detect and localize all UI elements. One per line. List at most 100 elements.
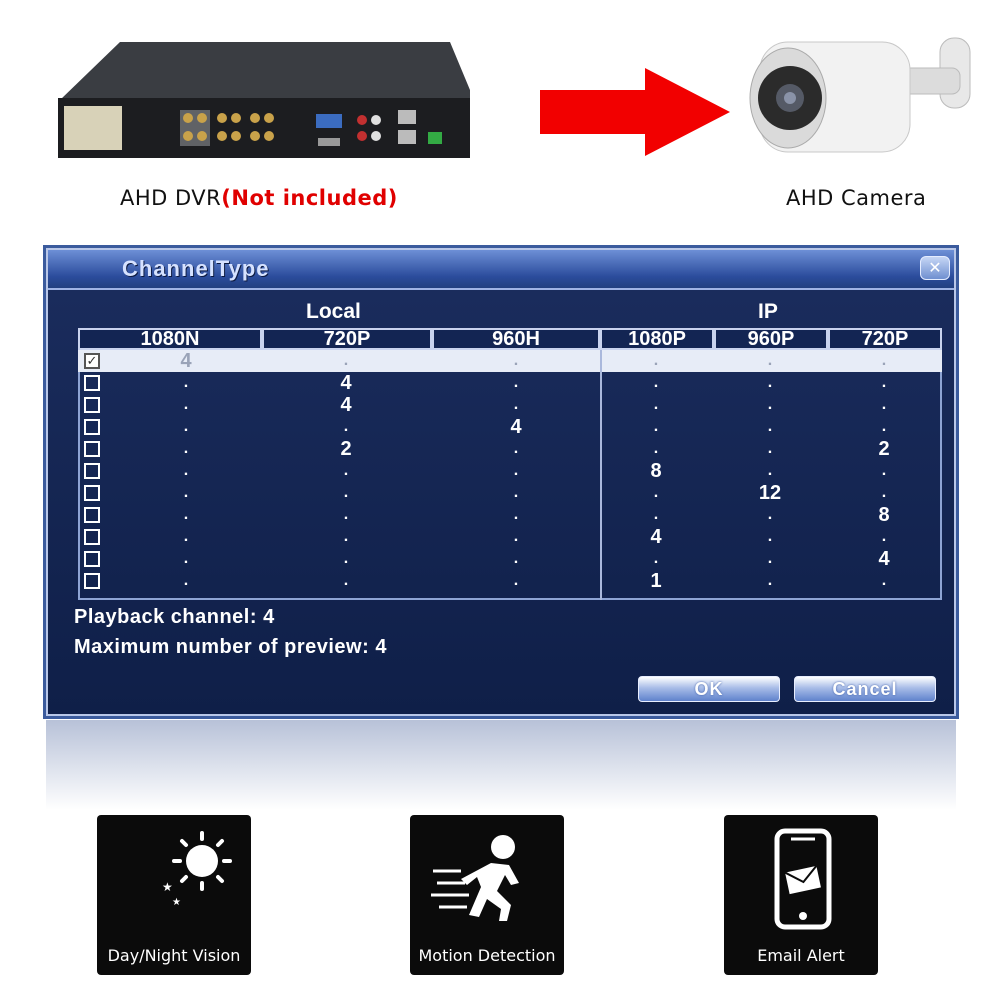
channel-cell: . [767, 462, 773, 479]
channel-cell: . [513, 374, 519, 391]
channel-cell: . [343, 572, 349, 589]
channel-cell: . [343, 462, 349, 479]
channel-checkbox[interactable]: ✓ [84, 353, 100, 369]
channel-cell: . [881, 396, 887, 413]
channel-cell: . [343, 550, 349, 567]
feature-label: Day/Night Vision [107, 946, 241, 965]
channel-cell: . [653, 352, 659, 369]
channel-cell: . [513, 550, 519, 567]
svg-text:★: ★ [172, 897, 181, 908]
channel-cell: . [183, 484, 189, 501]
channel-cell: . [653, 484, 659, 501]
channel-cell: . [767, 550, 773, 567]
selected-row-highlight [78, 350, 942, 372]
channel-cell: . [653, 550, 659, 567]
channel-cell: 12 [758, 482, 782, 504]
ok-button[interactable]: OK [638, 676, 780, 702]
channel-cell: . [343, 418, 349, 435]
channel-checkbox[interactable] [84, 529, 100, 545]
cancel-button[interactable]: Cancel [794, 676, 936, 702]
channel-cell: . [183, 374, 189, 391]
red-arrow-icon [540, 68, 740, 168]
channel-checkbox[interactable] [84, 375, 100, 391]
dvr-not-included-note: (Not included) [221, 186, 398, 210]
svg-text:★: ★ [162, 880, 173, 894]
ip-divider [600, 350, 602, 600]
column-header: 1080P [600, 328, 714, 350]
channel-checkbox[interactable] [84, 507, 100, 523]
running-man-icon [427, 825, 547, 933]
max-preview-text: Maximum number of preview: 4 [74, 636, 387, 658]
channel-checkbox[interactable] [84, 397, 100, 413]
channel-cell: . [343, 352, 349, 369]
bullet-camera-image [740, 28, 995, 168]
channel-cell: . [513, 484, 519, 501]
group-label-ip: IP [758, 300, 778, 323]
channel-checkbox[interactable] [84, 463, 100, 479]
channel-cell: . [513, 352, 519, 369]
channel-cell: . [513, 528, 519, 545]
day-night-icon: ★ ★ [114, 825, 234, 933]
group-label-local: Local [306, 300, 361, 323]
channel-cell: . [183, 418, 189, 435]
channel-cell: 8 [878, 504, 890, 526]
dialog-title-bar: ChannelType ✕ [48, 250, 954, 290]
channel-cell: . [513, 506, 519, 523]
feature-motion-detection: Motion Detection [410, 815, 564, 975]
channel-cell: . [767, 506, 773, 523]
channel-cell: . [767, 528, 773, 545]
channel-checkbox[interactable] [84, 419, 100, 435]
channel-cell: . [183, 396, 189, 413]
channel-checkbox[interactable] [84, 441, 100, 457]
channel-cell: . [881, 352, 887, 369]
channel-cell: . [881, 572, 887, 589]
feature-day-night: ★ ★ Day/Night Vision [97, 815, 251, 975]
column-header: 960P [714, 328, 828, 350]
channel-checkbox[interactable] [84, 573, 100, 589]
channel-cell: 4 [340, 372, 352, 394]
phone-email-icon [741, 825, 861, 933]
channel-cell: . [183, 440, 189, 457]
channel-checkbox[interactable] [84, 551, 100, 567]
close-icon[interactable]: ✕ [920, 256, 950, 280]
camera-caption: AHD Camera [786, 186, 927, 210]
channel-cell: . [881, 484, 887, 501]
channel-cell: . [513, 440, 519, 457]
dvr-caption-text: AHD DVR [120, 186, 222, 210]
channel-cell: . [653, 506, 659, 523]
channel-cell: . [183, 506, 189, 523]
channel-cell: . [183, 462, 189, 479]
feature-email-alert: Email Alert [724, 815, 878, 975]
channel-cell: . [513, 462, 519, 479]
channel-cell: . [183, 572, 189, 589]
channel-cell: 4 [510, 416, 522, 438]
column-header: 960H [432, 328, 600, 350]
channel-cell: . [513, 396, 519, 413]
channel-cell: . [183, 528, 189, 545]
channel-cell: . [881, 528, 887, 545]
channel-cell: . [881, 418, 887, 435]
channel-cell: . [767, 418, 773, 435]
playback-channel-text: Playback channel: 4 [74, 606, 275, 628]
channel-cell: 1 [650, 570, 662, 592]
dvr-caption: AHD DVR(Not included) [120, 186, 398, 210]
column-header: 1080N [78, 328, 262, 350]
dialog-title: ChannelType [122, 256, 270, 281]
channel-cell: 2 [340, 438, 352, 460]
channel-cell: . [881, 462, 887, 479]
channel-cell: 4 [650, 526, 662, 548]
channel-cell: . [343, 506, 349, 523]
dvr-recorder-image [50, 40, 470, 170]
channel-cell: . [653, 418, 659, 435]
channel-cell: 8 [650, 460, 662, 482]
channel-cell: 4 [180, 350, 192, 372]
channel-checkbox[interactable] [84, 485, 100, 501]
column-header: 720P [828, 328, 942, 350]
channel-cell: . [343, 528, 349, 545]
column-header: 720P [262, 328, 432, 350]
channel-cell: . [653, 440, 659, 457]
channel-cell: 4 [340, 394, 352, 416]
channel-cell: . [881, 374, 887, 391]
feature-label: Email Alert [757, 946, 845, 965]
channel-cell: . [183, 550, 189, 567]
